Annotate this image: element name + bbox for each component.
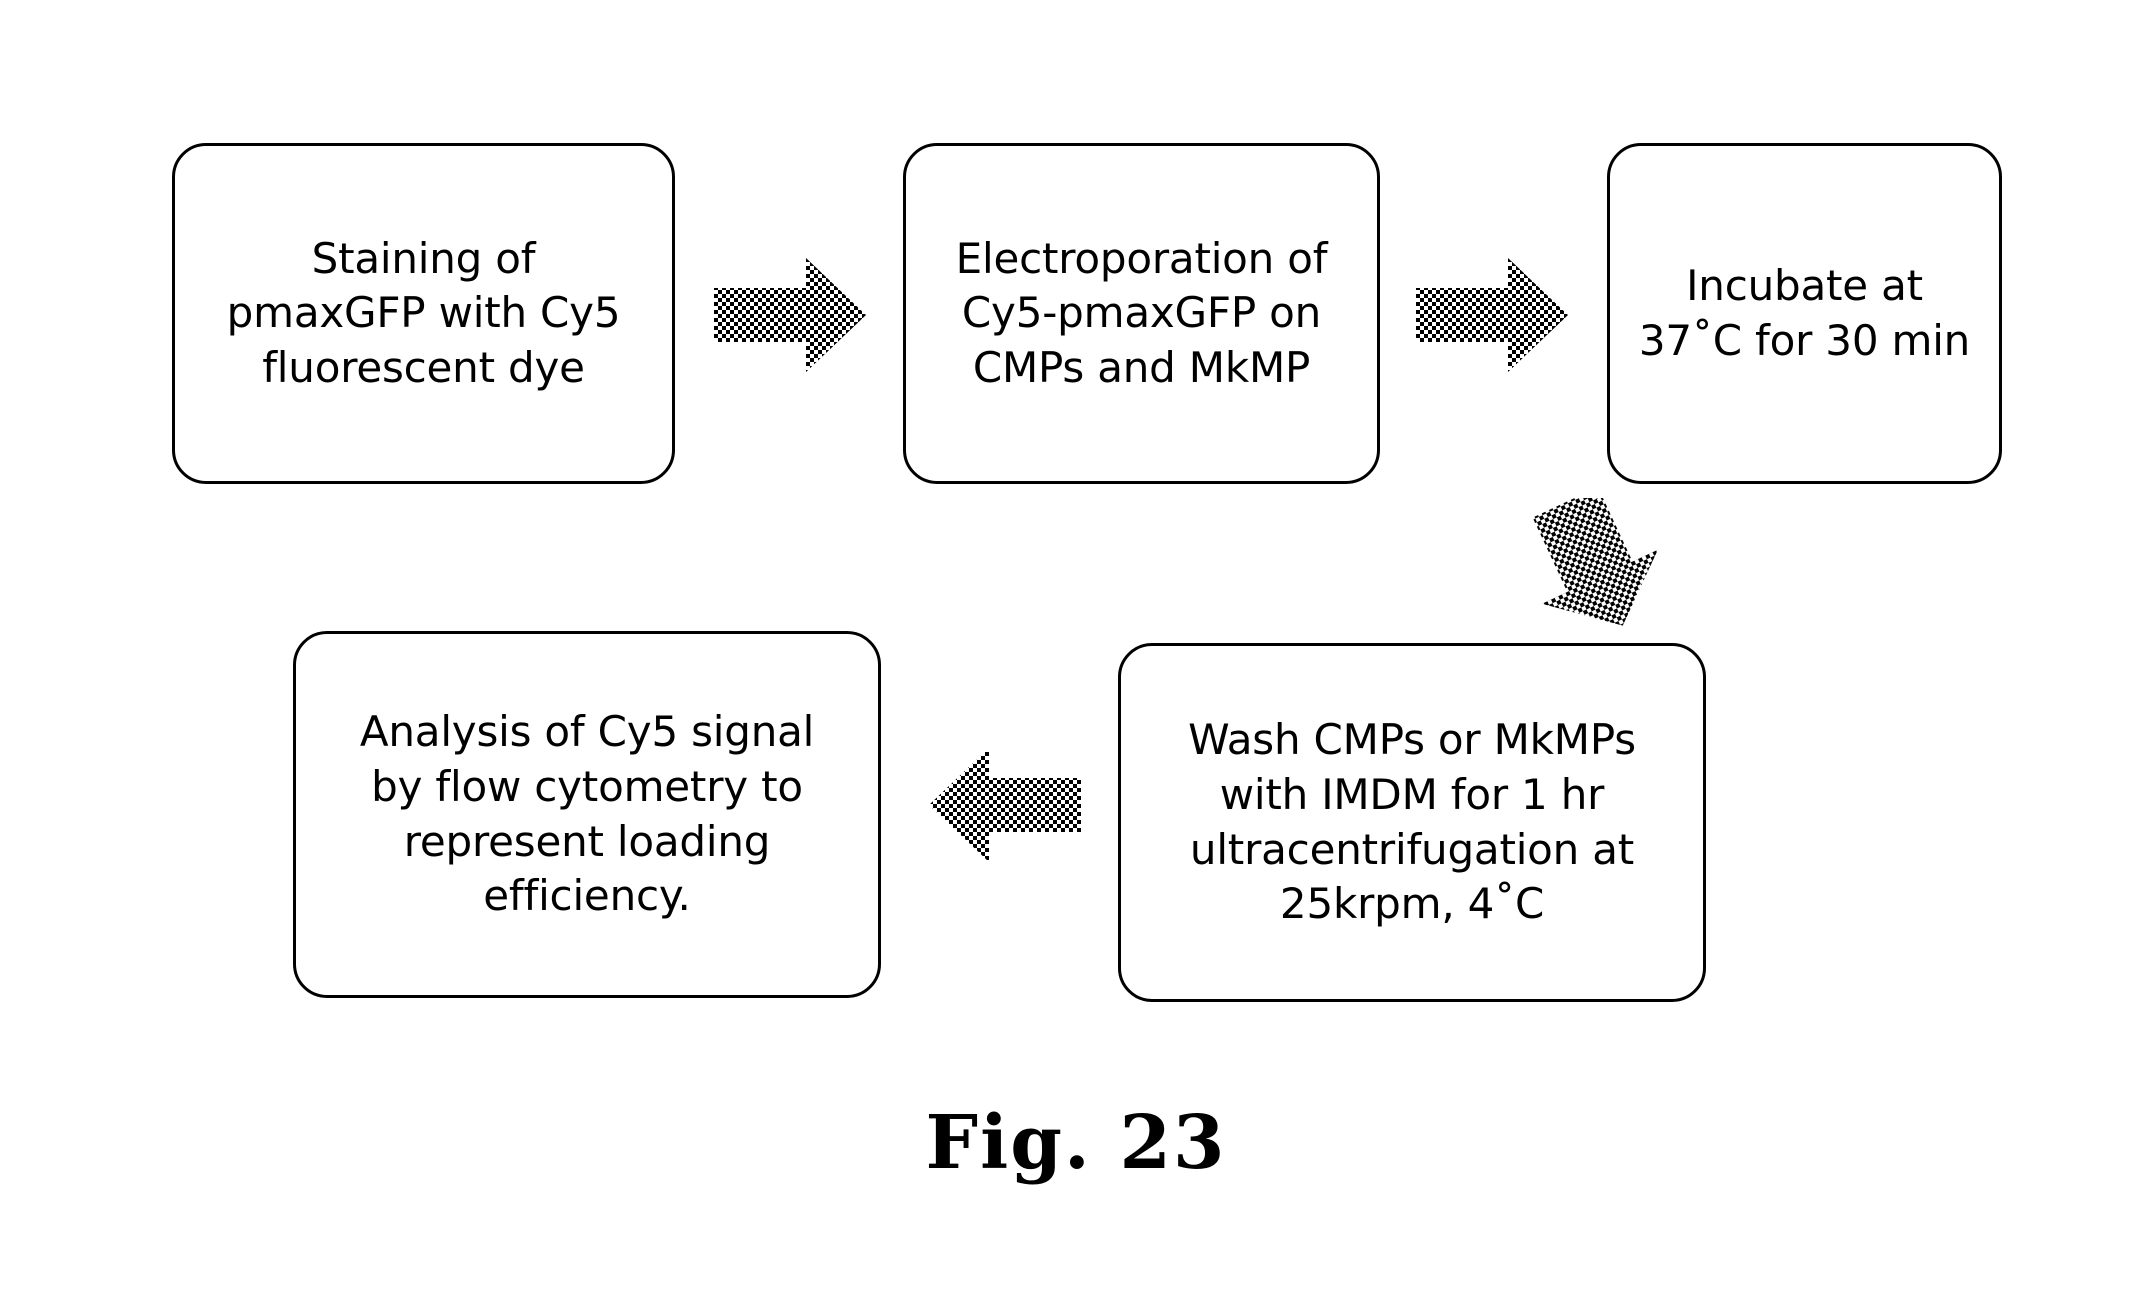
process-box-electroporation-label: Electroporation of Cy5-pmaxGFP on CMPs a… — [955, 233, 1328, 392]
process-box-incubate-label: Incubate at 37˚C for 30 min — [1638, 260, 1971, 365]
process-box-analysis-label: Analysis of Cy5 signal by flow cytometry… — [359, 707, 815, 921]
process-box-incubate[interactable]: Incubate at 37˚C for 30 min — [1607, 143, 2002, 484]
process-box-analysis[interactable]: Analysis of Cy5 signal by flow cytometry… — [293, 631, 881, 998]
arrow-right-icon — [1412, 250, 1572, 380]
figure-caption: Fig. 23 — [925, 1100, 1227, 1186]
process-box-electroporation[interactable]: Electroporation of Cy5-pmaxGFP on CMPs a… — [903, 143, 1380, 484]
process-box-staining[interactable]: Staining of pmaxGFP with Cy5 fluorescent… — [172, 143, 675, 484]
process-box-staining-label: Staining of pmaxGFP with Cy5 fluorescent… — [226, 233, 621, 392]
arrow-left-icon — [925, 740, 1085, 870]
arrow-down-right-icon — [1524, 498, 1664, 630]
process-box-wash-label: Wash CMPs or MkMPs with IMDM for 1 hr ul… — [1188, 715, 1636, 929]
arrow-right-icon — [710, 250, 870, 380]
process-box-wash[interactable]: Wash CMPs or MkMPs with IMDM for 1 hr ul… — [1118, 643, 1706, 1002]
